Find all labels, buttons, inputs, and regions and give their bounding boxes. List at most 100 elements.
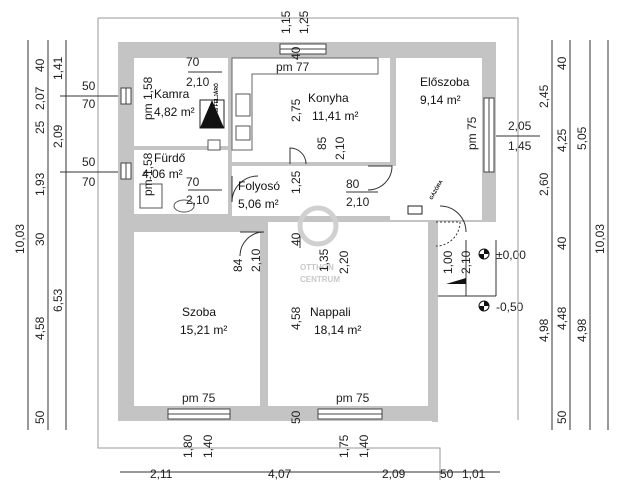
stair-arrow-icon bbox=[446, 278, 466, 284]
svg-text:1,01: 1,01 bbox=[462, 467, 486, 480]
svg-text:40: 40 bbox=[555, 56, 569, 70]
svg-text:80: 80 bbox=[346, 177, 360, 191]
attic-label: PADLÁS FELJÁRÓ bbox=[212, 83, 220, 128]
svg-text:50: 50 bbox=[82, 155, 96, 169]
svg-text:4,58: 4,58 bbox=[33, 316, 47, 340]
window-dimensions: 50 70 50 70 2,05 1,45 1,80 1,40 1,75 1,4… bbox=[60, 79, 540, 458]
room-name-eloszoba: Előszoba bbox=[420, 75, 470, 89]
svg-text:4,07: 4,07 bbox=[268, 467, 292, 480]
sill-furdo: pm 1,58 bbox=[141, 152, 155, 196]
svg-text:2,45: 2,45 bbox=[537, 84, 551, 108]
svg-text:70: 70 bbox=[186, 175, 200, 189]
svg-text:40: 40 bbox=[289, 232, 303, 246]
washbasin-icon bbox=[207, 139, 221, 151]
svg-text:2,10: 2,10 bbox=[333, 136, 347, 160]
room-name-szoba: Szoba bbox=[182, 305, 216, 319]
svg-text:2,11: 2,11 bbox=[150, 467, 173, 480]
svg-text:2,10: 2,10 bbox=[459, 250, 473, 274]
window-eloszoba bbox=[483, 97, 495, 173]
room-area-nappali: 18,14 m² bbox=[314, 323, 361, 337]
svg-text:70: 70 bbox=[82, 175, 96, 189]
svg-text:5,05: 5,05 bbox=[575, 126, 589, 150]
room-name-nappali: Nappali bbox=[310, 305, 351, 319]
svg-text:2,05: 2,05 bbox=[508, 119, 532, 133]
svg-text:84: 84 bbox=[231, 258, 245, 272]
terrace-outline bbox=[97, 17, 519, 480]
sill-kamra: pm 1,58 bbox=[141, 76, 155, 120]
svg-text:2,60: 2,60 bbox=[537, 172, 551, 196]
window-nappali bbox=[317, 408, 383, 420]
svg-text:1,15: 1,15 bbox=[279, 10, 293, 34]
right-dimension-chains bbox=[551, 40, 609, 430]
svg-text:50: 50 bbox=[289, 410, 303, 424]
svg-text:CENTRUM: CENTRUM bbox=[300, 275, 340, 284]
svg-text:1,35: 1,35 bbox=[317, 248, 331, 272]
right-dimension-labels: 2,45 40 4,25 2,60 40 4,98 50 5,05 4,48 4… bbox=[537, 56, 607, 424]
room-area-kamra: 4,82 m² bbox=[154, 105, 195, 119]
svg-text:4,58: 4,58 bbox=[289, 306, 303, 330]
svg-text:10,03: 10,03 bbox=[13, 224, 27, 254]
svg-text:2,10: 2,10 bbox=[249, 248, 263, 272]
sill-nappali: pm 75 bbox=[336, 391, 370, 405]
svg-text:70: 70 bbox=[82, 97, 96, 111]
svg-text:1,25: 1,25 bbox=[297, 10, 311, 34]
svg-text:30: 30 bbox=[33, 232, 47, 246]
room-area-folyoso: 5,06 m² bbox=[238, 197, 279, 211]
level-marker-icon bbox=[478, 248, 490, 312]
svg-text:2,07: 2,07 bbox=[33, 86, 47, 110]
svg-text:1,40: 1,40 bbox=[357, 434, 371, 458]
entry-wall bbox=[432, 222, 438, 422]
svg-text:50: 50 bbox=[555, 410, 569, 424]
svg-text:2,10: 2,10 bbox=[186, 193, 210, 207]
door-dimensions: 70 2,10 70 2,10 85 2,10 80 2,10 84 2,10 … bbox=[186, 10, 473, 424]
room-area-konyha: 11,41 m² bbox=[312, 109, 358, 123]
svg-text:OTTHON: OTTHON bbox=[300, 263, 334, 272]
svg-text:70: 70 bbox=[186, 55, 200, 69]
nappali-floor bbox=[268, 222, 428, 406]
svg-text:1,45: 1,45 bbox=[508, 139, 532, 153]
svg-text:1,80: 1,80 bbox=[181, 434, 195, 458]
svg-text:25: 25 bbox=[33, 120, 47, 134]
toilet-icon bbox=[173, 199, 195, 213]
svg-text:1,75: 1,75 bbox=[337, 434, 351, 458]
svg-text:4,98: 4,98 bbox=[537, 318, 551, 342]
svg-text:2,20: 2,20 bbox=[337, 250, 351, 274]
svg-text:1,40: 1,40 bbox=[201, 434, 215, 458]
sill-szoba: pm 75 bbox=[182, 391, 216, 405]
svg-text:2,10: 2,10 bbox=[186, 75, 210, 89]
svg-text:4,25: 4,25 bbox=[555, 128, 569, 152]
sill-konyha: pm 77 bbox=[276, 60, 310, 74]
svg-text:1,25: 1,25 bbox=[289, 170, 303, 194]
bottom-dimension-labels: 2,11 4,07 2,09 50 1,01 bbox=[120, 467, 500, 480]
svg-text:4,98: 4,98 bbox=[575, 318, 589, 342]
left-dimension-labels: 40 2,07 25 1,93 30 4,58 50 1,41 2,09 6,5… bbox=[13, 56, 65, 424]
svg-text:50: 50 bbox=[33, 410, 47, 424]
gas-meter-icon bbox=[407, 205, 423, 215]
svg-text:1,93: 1,93 bbox=[33, 172, 47, 196]
window-kamra bbox=[120, 87, 132, 105]
konyha-floor bbox=[232, 58, 390, 162]
room-area-eloszoba: 9,14 m² bbox=[420, 93, 461, 107]
room-area-furdo: 4,06 m² bbox=[142, 167, 183, 181]
svg-text:40: 40 bbox=[555, 236, 569, 250]
entry-stairs bbox=[438, 240, 497, 297]
stove bbox=[235, 125, 251, 141]
left-dimension-chains bbox=[27, 40, 67, 430]
svg-text:10,03: 10,03 bbox=[593, 224, 607, 254]
svg-text:1,41: 1,41 bbox=[51, 56, 65, 80]
svg-text:1,00: 1,00 bbox=[441, 250, 455, 274]
watermark: OTTHON CENTRUM bbox=[297, 205, 340, 284]
shower-icon bbox=[139, 183, 163, 209]
window-szoba bbox=[167, 408, 231, 420]
svg-text:6,53: 6,53 bbox=[51, 288, 65, 312]
svg-text:85: 85 bbox=[315, 136, 329, 150]
svg-text:2,09: 2,09 bbox=[382, 467, 406, 480]
kitchen-counter bbox=[231, 57, 379, 151]
svg-text:2,10: 2,10 bbox=[346, 195, 370, 209]
level-step: -0,50 bbox=[496, 300, 524, 314]
room-name-kamra: Kamra bbox=[154, 87, 190, 101]
window-konyha bbox=[279, 43, 327, 55]
window-furdo bbox=[120, 162, 132, 180]
svg-text:4,48: 4,48 bbox=[555, 306, 569, 330]
